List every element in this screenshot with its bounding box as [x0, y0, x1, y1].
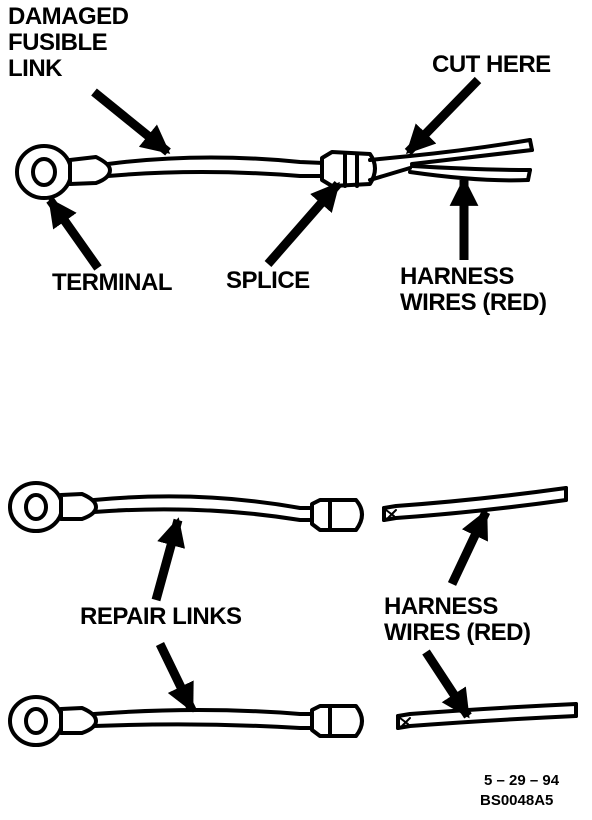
splice-sleeve: [320, 150, 377, 188]
repair-links-label: REPAIR LINKS: [80, 603, 242, 630]
top-harness-wires-line-1: HARNESS: [400, 263, 514, 290]
splice-label: SPLICE: [226, 267, 310, 294]
arrow-bottom-harness-wire-a: [447, 509, 491, 586]
top-terminal-hole: [31, 157, 57, 187]
damaged-fusible-link-line-1: DAMAGED: [8, 3, 129, 30]
top-arrows: [46, 76, 482, 271]
bottom-assembly: [8, 481, 578, 747]
bottom-harness-wire-b: [396, 702, 578, 718]
terminal-label: TERMINAL: [52, 269, 172, 296]
arrow-repair-link-2: [155, 642, 197, 713]
bottom-harness-wire-a: [382, 486, 568, 510]
damaged-fusible-link-line-2: FUSIBLE: [8, 29, 108, 56]
top-harness-wire-a: [408, 138, 532, 158]
arrow-cut-here: [404, 76, 482, 156]
damaged-fusible-link-label: DAMAGED FUSIBLE LINK: [8, 4, 129, 82]
arrow-bottom-harness-wire-b: [422, 649, 472, 719]
arrow-damaged-fusible-link: [91, 88, 171, 156]
figure-date: 5 – 29 – 94: [484, 772, 560, 789]
damaged-fusible-link-wire: [106, 155, 326, 166]
top-harness-wires-line-2: WIRES (RED): [400, 289, 547, 316]
damaged-fusible-link-line-3: LINK: [8, 55, 62, 82]
repair-link-1-hole: [24, 493, 48, 521]
repair-link-2-hole: [24, 707, 48, 735]
top-harness-wire-b: [410, 164, 532, 172]
top-assembly: [15, 138, 534, 200]
repair-link-1-sleeve: [310, 498, 364, 532]
bottom-arrows: [151, 509, 491, 719]
repair-link-2-sleeve: [310, 704, 364, 738]
cut-here-label: CUT HERE: [432, 51, 551, 78]
repair-link-1-wire: [92, 494, 316, 510]
arrow-terminal: [46, 197, 102, 271]
arrow-repair-link-1: [151, 517, 186, 602]
repair-link-2-wire: [92, 708, 316, 716]
bottom-harness-wires-line-2: WIRES (RED): [384, 619, 531, 646]
figure-code: BS0048A5: [480, 792, 554, 809]
top-harness-wires-label: HARNESS WIRES (RED): [400, 264, 547, 316]
top-terminal-barrel: [68, 155, 112, 186]
bottom-harness-wires-line-1: HARNESS: [384, 593, 498, 620]
bottom-harness-wires-label: HARNESS WIRES (RED): [384, 594, 531, 646]
arrow-splice: [264, 181, 342, 267]
